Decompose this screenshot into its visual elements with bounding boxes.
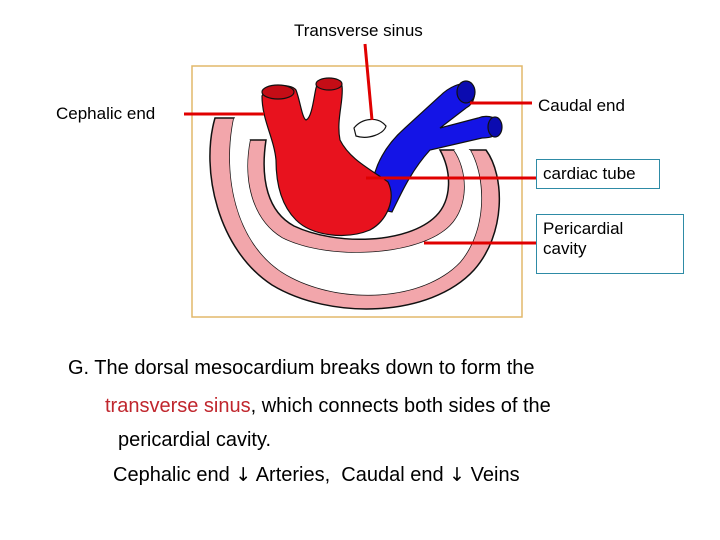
label-cephalic-end: Cephalic end <box>56 104 156 123</box>
down-arrow-icon: ↓ <box>235 464 252 486</box>
vein-vessels <box>370 80 503 213</box>
label-cardiac-tube: cardiac tube <box>536 159 660 189</box>
leader-lines <box>184 43 538 245</box>
caption-line-3: pericardial cavity. <box>118 429 272 451</box>
label-caudal-end: Caudal end <box>538 96 625 115</box>
label-pericardial-line1: Pericardial <box>543 219 624 238</box>
label-pericardial-cavity: Pericardial cavity <box>536 214 684 274</box>
down-arrow-icon: ↓ <box>449 464 466 486</box>
caption-line-2: transverse sinus, which connects both si… <box>105 394 551 418</box>
transverse-sinus-gap <box>353 118 387 138</box>
caption-veins: Veins <box>470 464 520 486</box>
caption-cephalic-end: Cephalic end <box>113 464 230 486</box>
caption-caudal-end: Caudal end <box>341 464 444 486</box>
caption-line-1: G. The dorsal mesocardium breaks down to… <box>68 357 535 379</box>
label-transverse-sinus: Transverse sinus <box>294 21 423 40</box>
caption-line-2-rest: , which connects both sides of the <box>250 395 551 417</box>
label-pericardial-line2: cavity <box>543 239 587 258</box>
pericardium <box>209 117 501 310</box>
caption-line-4: Cephalic end ↓ Arteries, Caudal end ↓ Ve… <box>113 463 520 487</box>
leader-transverse-sinus <box>363 43 374 121</box>
caption-highlight-transverse-sinus: transverse sinus <box>105 395 251 417</box>
caption-arteries: Arteries, <box>255 464 331 486</box>
arterial-tube <box>261 77 392 237</box>
